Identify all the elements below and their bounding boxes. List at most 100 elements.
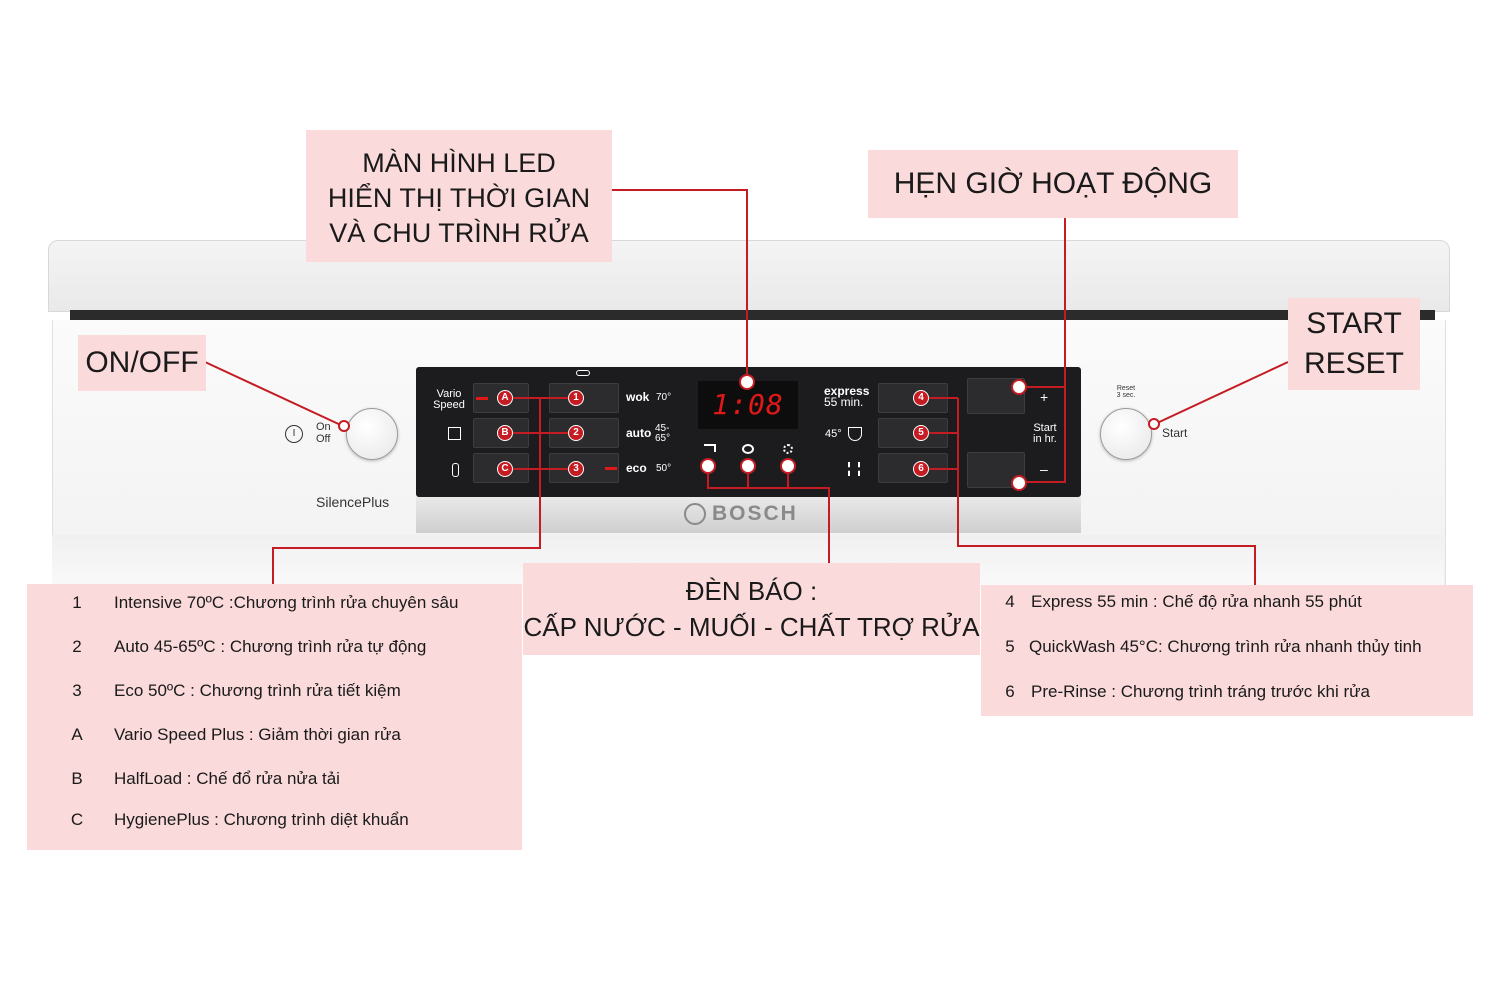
program-badge-4: 4 <box>913 390 929 406</box>
legend-left-key-6: C <box>70 810 84 829</box>
halfload-icon <box>448 427 461 440</box>
callout-reset-line: RESET <box>1303 347 1405 380</box>
led-marker-dot <box>739 374 755 390</box>
legend-right-text-2: QuickWash 45°C: Chương trình rửa nhanh t… <box>1029 637 1422 656</box>
option-badge-b: B <box>497 425 513 441</box>
legend-right-text-1: Express 55 min : Chế độ rửa nhanh 55 phú… <box>1031 592 1362 611</box>
option-badge-a: A <box>497 390 513 406</box>
callout-indicators-items: CẤP NƯỚC - MUỐI - CHẤT TRỢ RỬA <box>523 612 980 642</box>
salt-icon <box>742 444 754 454</box>
legend-right-key-3: 6 <box>1005 682 1015 701</box>
model-name: SilencePlus <box>316 494 390 510</box>
rinse-indicator-dot <box>780 458 796 474</box>
start-knob[interactable] <box>1100 408 1152 460</box>
callout-led-display: MÀN HÌNH LED HIỂN THỊ THỜI GIAN VÀ CHU T… <box>306 130 612 262</box>
start-label: Start <box>1162 426 1188 440</box>
start-marker-dot <box>1148 418 1160 430</box>
dishwasher-top <box>48 240 1450 312</box>
express-label: express 55 min. <box>824 384 870 409</box>
hygiene-icon <box>452 463 459 477</box>
brand-name: BOSCH <box>712 502 798 525</box>
power-symbol-text: I <box>292 428 296 439</box>
power-marker-dot <box>338 420 350 432</box>
panel-brand-strip <box>416 497 1081 533</box>
timer-minus-symbol: – <box>1040 461 1048 477</box>
on-label: On <box>316 421 331 433</box>
glass-icon <box>848 427 862 441</box>
legend-left-key-5: B <box>71 769 83 788</box>
legend-left-key-2: 2 <box>72 637 82 656</box>
program-3-indicator <box>605 467 617 470</box>
legend-left-key-1: 1 <box>72 593 82 612</box>
timer-minus-dot <box>1011 475 1027 491</box>
callout-led-line-3: VÀ CHU TRÌNH RỬA <box>329 218 589 248</box>
option-a-indicator <box>476 397 488 400</box>
callout-start-line: START <box>1306 307 1402 340</box>
off-label: Off <box>316 433 331 445</box>
legend-right: 4 Express 55 min : Chế độ rửa nhanh 55 p… <box>981 585 1473 716</box>
option-badge-c: C <box>497 461 513 477</box>
leader-timer <box>1019 217 1066 483</box>
led-display: 1:08 <box>698 381 798 429</box>
reset-label-line-2: 3 sec. <box>1116 392 1136 399</box>
callout-led-line-2: HIỂN THỊ THỜI GIAN <box>327 183 591 213</box>
callout-start-reset: START RESET <box>1288 298 1420 390</box>
salt-indicator-dot <box>740 458 756 474</box>
program-badge-1: 1 <box>568 390 584 406</box>
program-badge-5: 5 <box>913 425 929 441</box>
quickwash-label: 45° <box>825 428 842 440</box>
start-in-line-1: Start <box>1033 422 1057 434</box>
program-2-name: auto <box>626 426 652 440</box>
prerinse-icon <box>848 462 860 476</box>
water-indicator-dot <box>700 458 716 474</box>
legend-left-key-3: 3 <box>72 681 82 700</box>
wash-arm-icon <box>576 370 590 376</box>
start-in-label: Start in hr. <box>1033 423 1057 445</box>
brand-logo: BOSCH <box>684 500 814 528</box>
callout-led-line-1: MÀN HÌNH LED <box>362 148 556 178</box>
express-label-line-1: express <box>824 384 870 398</box>
dishwasher-door-seam <box>70 310 1435 320</box>
program-1-temp: 70° <box>656 392 672 403</box>
program-3-name: eco <box>626 461 647 475</box>
legend-left: 1 Intensive 70ºC :Chương trình rửa chuyê… <box>27 584 522 850</box>
power-symbol-icon: I <box>285 425 303 443</box>
legend-left-text-6: HygienePlus : Chương trình diệt khuẩn <box>114 810 409 829</box>
vario-speed-label: Vario Speed <box>432 389 466 411</box>
program-badge-3: 3 <box>568 461 584 477</box>
leader-left-legend <box>272 398 541 584</box>
vario-speed-line-1: Vario <box>436 388 462 400</box>
leader-led <box>612 189 748 381</box>
program-3-temp: 50° <box>656 463 672 474</box>
power-knob[interactable] <box>346 408 398 460</box>
timer-plus-symbol: + <box>1040 389 1049 405</box>
legend-left-key-4: A <box>71 725 83 744</box>
program-2-temp: 45-65° <box>655 423 671 444</box>
callout-timer: HẸN GIỜ HOẠT ĐỘNG <box>868 150 1238 218</box>
legend-right-key-1: 4 <box>1005 592 1015 611</box>
reset-label: Reset 3 sec. <box>1116 385 1136 399</box>
leader-indicators <box>707 466 830 563</box>
program-1-name: wok <box>626 390 650 404</box>
legend-left-text-1: Intensive 70ºC :Chương trình rửa chuyên … <box>114 593 459 612</box>
program-badge-2: 2 <box>568 425 584 441</box>
legend-left-text-4: Vario Speed Plus : Giảm thời gian rửa <box>114 725 401 744</box>
vario-speed-line-2: Speed <box>433 399 465 411</box>
leader-onoff <box>204 361 346 428</box>
legend-left-text-5: HalfLoad : Chế đổ rửa nửa tải <box>114 769 340 788</box>
legend-left-text-3: Eco 50ºC : Chương trình rửa tiết kiệm <box>114 681 401 700</box>
express-label-line-2: 55 min. <box>824 395 864 409</box>
legend-right-key-2: 5 <box>1005 637 1015 656</box>
leader-right-legend <box>957 398 1256 585</box>
program-badge-6: 6 <box>913 461 929 477</box>
legend-left-text-2: Auto 45-65ºC : Chương trình rửa tự động <box>114 637 427 656</box>
water-supply-icon <box>704 444 716 452</box>
reset-label-line-1: Reset <box>1116 385 1136 392</box>
legend-right-text-3: Pre-Rinse : Chương trình tráng trước khi… <box>1031 682 1370 701</box>
callout-indicators: ĐÈN BÁO : CẤP NƯỚC - MUỐI - CHẤT TRỢ RỬA <box>523 563 980 655</box>
timer-plus-dot <box>1011 379 1027 395</box>
callout-on-off: ON/OFF <box>78 335 206 391</box>
start-in-line-2: in hr. <box>1033 433 1057 445</box>
callout-indicators-title: ĐÈN BÁO : <box>685 576 818 606</box>
